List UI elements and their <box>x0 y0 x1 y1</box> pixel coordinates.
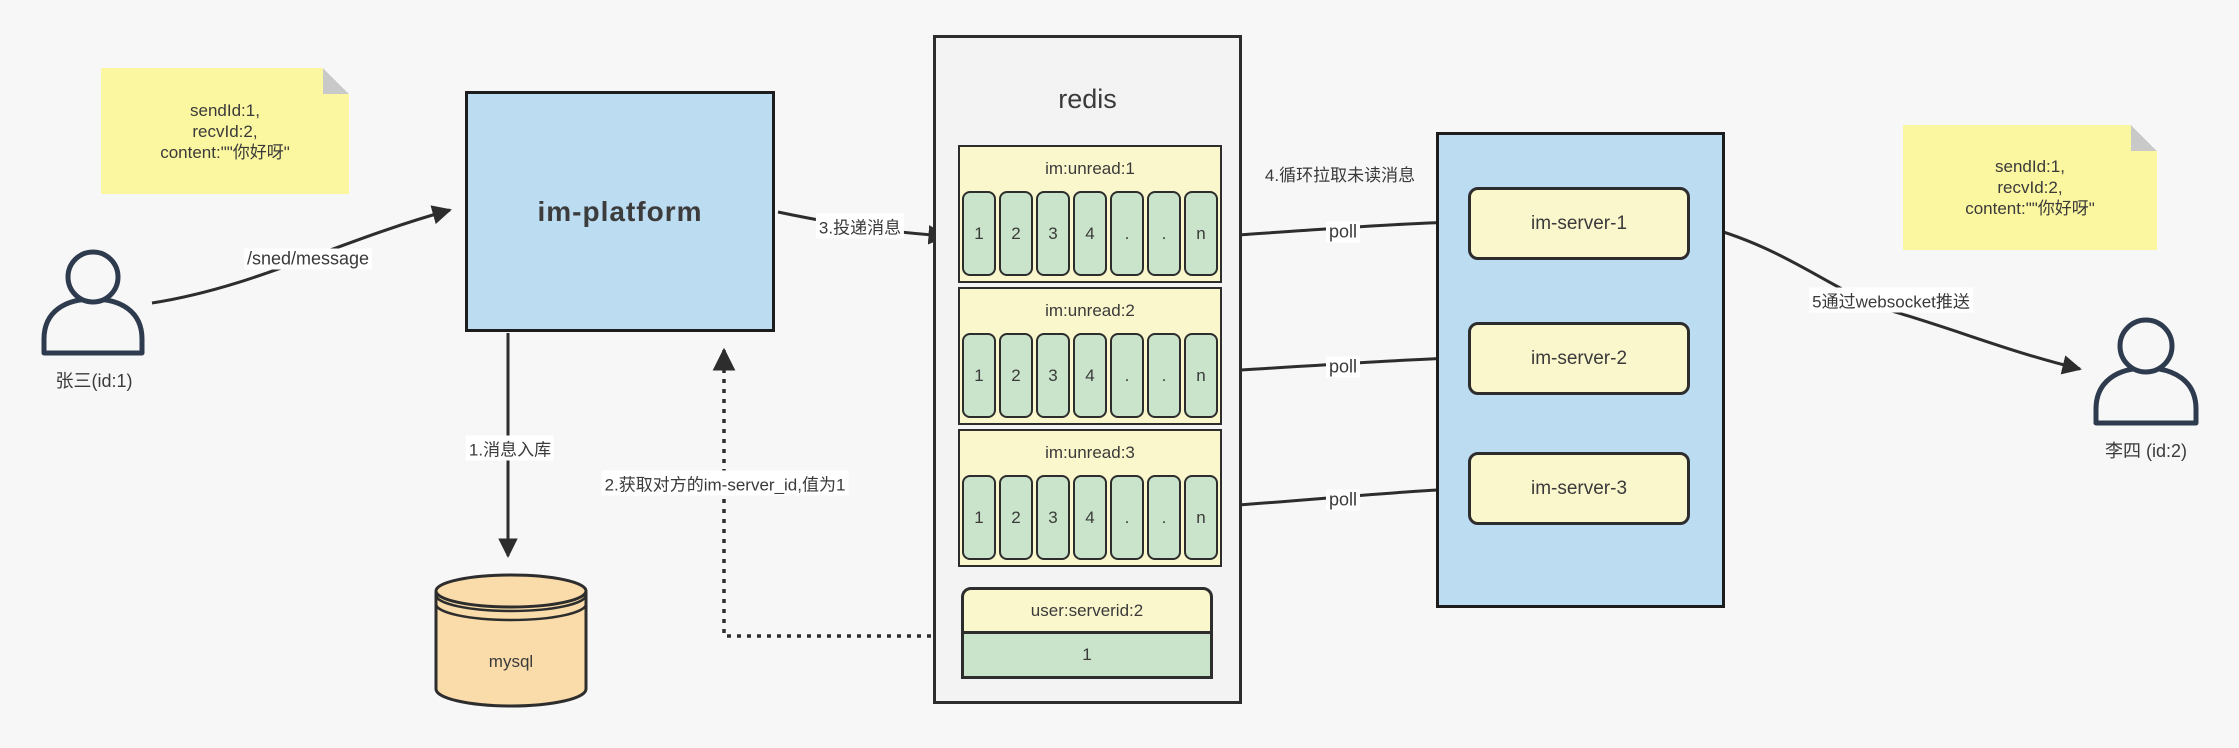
im-server-label: im-server-2 <box>1530 347 1628 369</box>
queue-title: im:unread:2 <box>1045 301 1135 320</box>
label-poll-3: poll <box>1325 489 1361 511</box>
note-line: recvId:2, <box>1997 178 2063 197</box>
im-platform-box: im-platform <box>465 91 775 332</box>
label-step2: 2.获取对方的im-server_id,值为1 <box>601 470 849 496</box>
user-zhangsan-icon <box>41 249 145 356</box>
note-fold-corner <box>323 68 349 94</box>
queue-cell: n <box>1184 475 1218 560</box>
sticky-note-right: sendId:1, recvId:2, content:""你好呀" <box>1903 125 2157 250</box>
queue-cell: 1 <box>962 475 996 560</box>
im-server-1-box: im-server-1 <box>1468 187 1690 260</box>
queue-cell: . <box>1110 475 1144 560</box>
queue-cell: 2 <box>999 333 1033 418</box>
im-server-2-box: im-server-2 <box>1468 322 1690 395</box>
queue-cell: 4 <box>1073 191 1107 276</box>
queue-cell: 3 <box>1036 333 1070 418</box>
label-step4: 4.循环拉取未读消息 <box>1264 166 1416 185</box>
note-line: sendId:1, <box>1995 157 2065 176</box>
label-step3: 3.投递消息 <box>815 213 905 239</box>
user-lisi-label: 李四 (id:2) <box>2104 441 2188 461</box>
queue-cell: 2 <box>999 475 1033 560</box>
kv-user-serverid-box: user:serverid:2 1 <box>961 587 1213 679</box>
note-line: sendId:1, <box>190 100 260 120</box>
queue-title: im:unread:1 <box>1045 159 1135 178</box>
queue-cell: 3 <box>1036 475 1070 560</box>
kv-value: 1 <box>961 634 1213 679</box>
sticky-note-left: sendId:1, recvId:2, content:""你好呀" <box>101 68 349 194</box>
queue-cell: n <box>1184 191 1218 276</box>
mysql-cylinder <box>434 573 588 708</box>
im-server-label: im-server-1 <box>1530 212 1628 234</box>
user-zhangsan-label: 张三(id:1) <box>55 371 133 391</box>
note-line: content:""你好呀" <box>1965 199 2095 218</box>
queue-cell: 4 <box>1073 333 1107 418</box>
queue-cell: 2 <box>999 191 1033 276</box>
im-platform-label: im-platform <box>537 195 703 227</box>
queue-cell: 3 <box>1036 191 1070 276</box>
im-server-label: im-server-3 <box>1530 477 1628 499</box>
note-line: recvId:2, <box>192 121 258 141</box>
queue-title: im:unread:3 <box>1045 443 1135 462</box>
label-step5: 5通过websocket推送 <box>1809 287 1973 313</box>
label-poll-2: poll <box>1325 356 1361 378</box>
queue-cell: . <box>1110 333 1144 418</box>
queue-cell: . <box>1147 191 1181 276</box>
queue-cell: 1 <box>962 191 996 276</box>
im-server-3-box: im-server-3 <box>1468 452 1690 525</box>
queue-cell: 1 <box>962 333 996 418</box>
queue-cell: . <box>1147 475 1181 560</box>
note-line: content:""你好呀" <box>160 142 290 162</box>
redis-title: redis <box>1058 84 1117 114</box>
note-fold-corner <box>2131 125 2157 151</box>
queue-cell: 4 <box>1073 475 1107 560</box>
label-poll-1: poll <box>1325 221 1361 243</box>
label-step1: 1.消息入库 <box>465 435 555 461</box>
mysql-label: mysql <box>488 652 534 671</box>
kv-key: user:serverid:2 <box>961 587 1213 634</box>
queue-cell: . <box>1147 333 1181 418</box>
queue-cell: n <box>1184 333 1218 418</box>
label-send-endpoint: /sned/message <box>243 248 373 270</box>
user-lisi-icon <box>2093 317 2199 426</box>
queue-cell: . <box>1110 191 1144 276</box>
